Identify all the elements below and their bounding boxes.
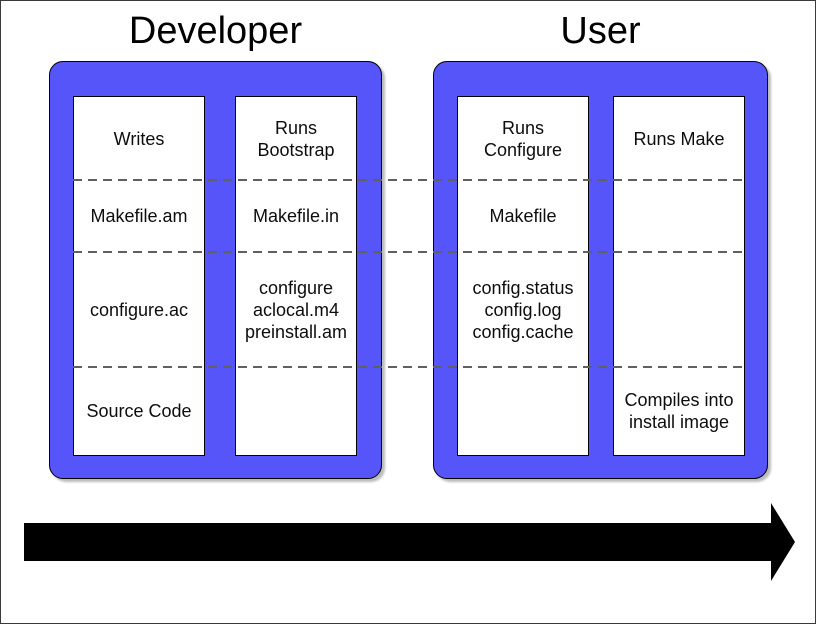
cell-empty-user [458,367,588,455]
row-separator-1 [73,179,745,181]
bootstrap-outputs-column: Runs Bootstrap Makefile.in configure acl… [235,96,357,456]
cell-configure-ac: configure.ac [89,299,189,320]
cell-writes: Writes [113,128,165,149]
cell-runs-make: Runs Make [633,128,725,149]
cell-source-code: Source Code [86,401,192,421]
cell-empty-dev [236,367,356,455]
row-separator-3 [73,366,745,368]
cell-makefile: Makefile [489,206,557,226]
cell-config-status-log-cache: config.status config.log config.cache [472,277,574,342]
cell-runs-configure: Runs Configure [483,117,563,160]
cell-compiles-into-install-image: Compiles into install image [624,390,734,432]
cell-empty-make-2 [614,252,744,367]
developer-lane-title: Developer [128,10,303,52]
cell-runs-bootstrap: Runs Bootstrap [257,117,335,160]
cell-makefile-in: Makefile.in [252,206,340,226]
cell-makefile-am: Makefile.am [90,206,188,226]
configure-outputs-column: Runs Configure Makefile config.status co… [457,96,589,456]
developer-artifacts-column: Writes Makefile.am configure.ac Source C… [73,96,205,456]
cell-configure-aclocal-preinstall: configure aclocal.m4 preinstall.am [244,277,348,342]
make-column: Runs Make Compiles into install image [613,96,745,456]
cell-empty-make-1 [614,180,744,252]
row-separator-2 [73,251,745,253]
flow-arrow-shaft [24,523,771,561]
user-lane-title: User [560,10,641,52]
flow-arrow-right-icon [771,503,795,581]
